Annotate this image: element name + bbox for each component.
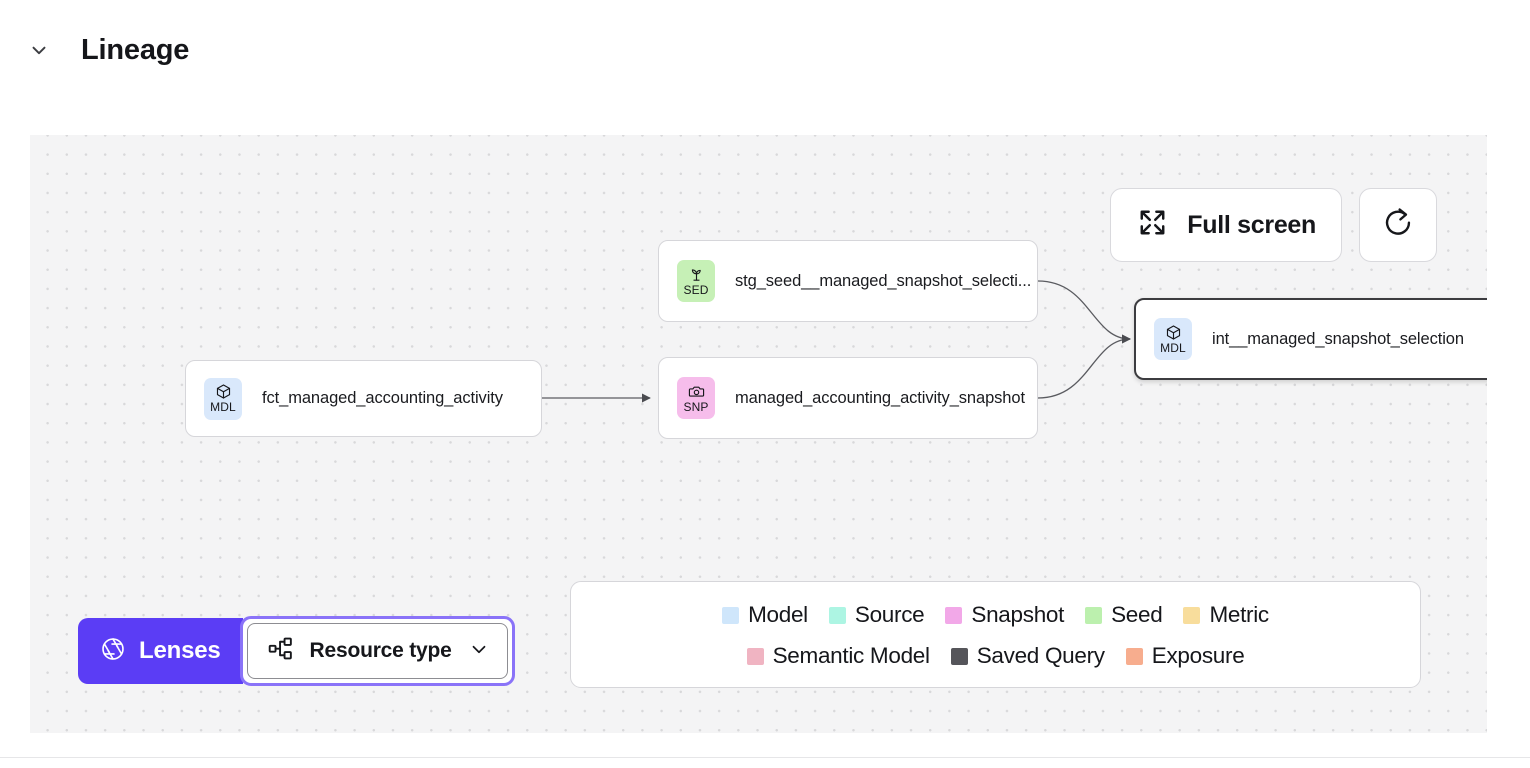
full-screen-button[interactable]: Full screen [1110,188,1342,262]
legend-swatch [1085,606,1103,624]
legend-label: Saved Query [976,643,1105,668]
canvas-controls: Full screen [1110,188,1437,262]
legend-item-snapshot: Snapshot [945,602,1064,628]
refresh-button[interactable] [1359,188,1437,262]
node-badge-label: SNP [683,399,709,414]
expand-arrows-icon [1136,206,1169,244]
legend-swatch [722,606,740,624]
lineage-node-int-managed-snapshot-selection[interactable]: MDL int__managed_snapshot_selection [1134,298,1487,380]
full-screen-label: Full screen [1187,210,1316,239]
page-title: Lineage [81,34,190,66]
resource-type-dropdown[interactable]: Resource type [246,623,508,679]
legend-item-exposure: Exposure [1125,643,1245,669]
legend-item-seed: Seed [1085,602,1163,628]
node-badge-label: MDL [210,400,236,414]
node-badge-label: MDL [1160,340,1186,355]
node-label: fct_managed_accounting_activity [262,389,503,407]
legend-label: Source [854,602,925,627]
bottom-divider [0,757,1530,758]
legend-swatch [945,606,963,624]
resource-type-label: Resource type [309,639,452,662]
node-badge-snp: SNP [677,377,715,419]
legend-item-saved-query: Saved Query [950,643,1105,669]
legend-row-primary: Model Source Snapshot Seed Metric [571,602,1420,628]
legend-label: Seed [1111,602,1163,627]
legend-label: Semantic Model [772,643,930,668]
legend-swatch [746,647,764,665]
cube-icon [1165,324,1182,341]
legend-label: Metric [1209,602,1269,627]
legend-swatch [950,647,968,665]
lineage-node-stg-seed-managed-snapshot-selection[interactable]: SED stg_seed__managed_snapshot_selecti..… [658,240,1038,322]
camera-icon [688,383,705,400]
legend-item-semantic-model: Semantic Model [746,643,930,669]
lineage-node-fct-managed-accounting-activity[interactable]: MDL fct_managed_accounting_activity [185,360,542,437]
section-header: Lineage [0,0,1530,100]
node-badge-sed: SED [677,260,715,302]
legend-label: Model [748,602,808,627]
node-label: int__managed_snapshot_selection [1212,329,1464,348]
legend-swatch [1183,606,1201,624]
lenses-toolbar: Lenses Resource type [78,616,515,686]
node-label: stg_seed__managed_snapshot_selecti... [735,271,1032,290]
legend-label: Snapshot [971,602,1065,627]
legend-swatch [828,606,846,624]
legend-item-metric: Metric [1183,602,1269,628]
chevron-down-icon [468,638,490,665]
hierarchy-icon [267,635,294,667]
aperture-icon [100,636,126,667]
sprout-icon [688,266,705,283]
lineage-node-managed-accounting-activity-snapshot[interactable]: SNP managed_accounting_activity_snapshot [658,357,1038,439]
lineage-legend: Model Source Snapshot Seed Metric [570,581,1421,688]
legend-item-source: Source [828,602,925,628]
node-label: managed_accounting_activity_snapshot [735,388,1025,407]
resource-type-focus-ring: Resource type [239,616,515,686]
lenses-button[interactable]: Lenses [78,618,243,684]
cube-icon [215,383,232,400]
lenses-label: Lenses [139,637,221,664]
legend-row-secondary: Semantic Model Saved Query Exposure [571,643,1420,669]
refresh-icon [1380,205,1416,246]
node-badge-label: SED [683,282,709,297]
chevron-down-icon[interactable] [25,36,53,64]
node-badge-mdl: MDL [1154,318,1192,360]
node-badge-mdl: MDL [204,377,242,420]
lineage-canvas[interactable]: MDL fct_managed_accounting_activity SED … [30,135,1487,733]
legend-item-model: Model [722,602,808,628]
legend-label: Exposure [1151,643,1245,668]
legend-swatch [1125,647,1143,665]
